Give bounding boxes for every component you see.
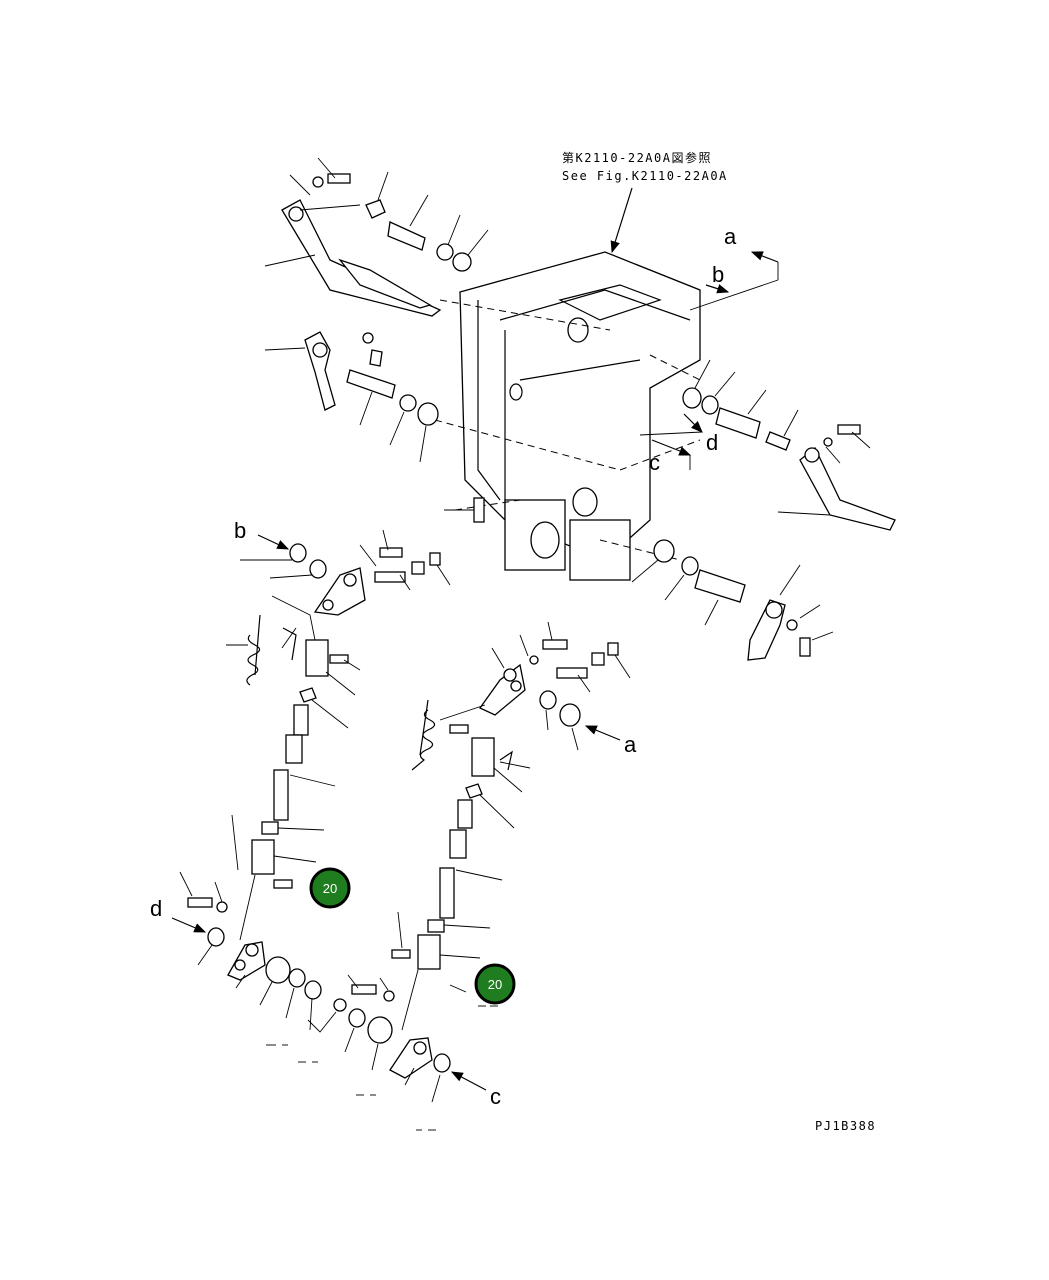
assembly-dashed-lines [434, 299, 701, 561]
right-linkage-rod [391, 621, 631, 1031]
reference-note-en: See Fig.K2110-22A0A [562, 169, 728, 183]
callout-badge-left[interactable]: 20 [309, 867, 351, 909]
main-housing [459, 251, 701, 581]
label-b-top: b [712, 262, 724, 287]
label-c-right: c [649, 450, 660, 475]
left-linkage-rod [226, 529, 451, 941]
label-b-left: b [234, 518, 246, 543]
mid-left-lever-assembly [264, 331, 439, 463]
reference-leader [610, 187, 633, 254]
upper-left-pedal-assembly [264, 157, 489, 317]
label-c-bottom: c [490, 1084, 501, 1109]
sensor-switch [444, 497, 485, 523]
label-a-right: a [624, 732, 637, 757]
callout-badge-right-label: 20 [488, 977, 502, 992]
lower-right-shaft-assembly [631, 539, 834, 661]
label-d-right: d [706, 430, 718, 455]
lower-left-pivot-assembly [179, 871, 451, 1103]
callout-badge-right[interactable]: 20 [474, 963, 516, 1005]
direction-labels: a b d c b a d c [150, 224, 779, 1109]
reference-note-jp: 第K2110-22A0A図参照 [562, 150, 712, 165]
right-pedal-assembly [682, 359, 896, 531]
drawing-code: PJ1B388 [815, 1119, 876, 1133]
callout-badge-left-label: 20 [323, 881, 337, 896]
label-a-top: a [724, 224, 737, 249]
dash-marks [266, 1005, 498, 1131]
label-d-left: d [150, 896, 162, 921]
